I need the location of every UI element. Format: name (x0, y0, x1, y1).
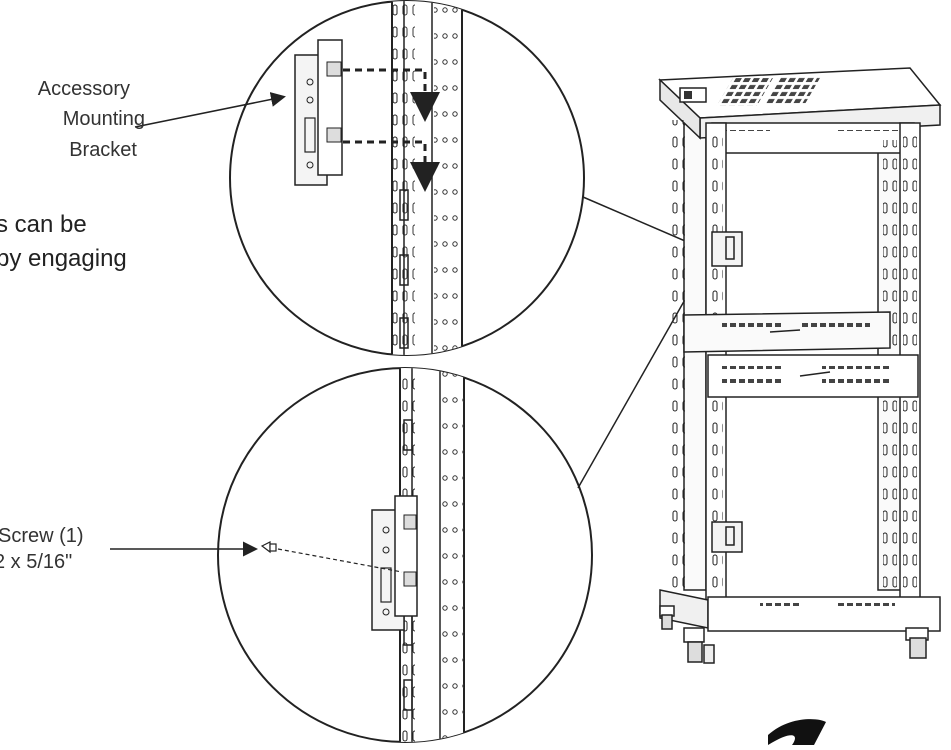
body-text-line1: s can be (0, 211, 87, 238)
top-detail-circle (229, 0, 585, 356)
accessory-label-line2: Mounting (62, 108, 145, 130)
caster-icon (905, 627, 929, 659)
logo-mark (768, 719, 826, 745)
screw-icon (260, 541, 277, 554)
screw-label-line2: 2 x 5/16" (0, 551, 73, 573)
bottom-detail-circle (217, 367, 593, 743)
screw-label-line1: Screw (1) (0, 525, 84, 547)
body-text-line2: by engaging (0, 245, 127, 272)
caster-icon (683, 627, 715, 664)
bracket-leader (134, 92, 286, 128)
accessory-label-line3: Bracket (69, 139, 137, 161)
accessory-label-line1: Accessory (37, 78, 130, 100)
caster-icon (659, 605, 675, 630)
accessory-bracket-bottom (371, 495, 418, 631)
open-frame-rack (658, 67, 942, 664)
accessory-bracket-top (294, 39, 343, 186)
